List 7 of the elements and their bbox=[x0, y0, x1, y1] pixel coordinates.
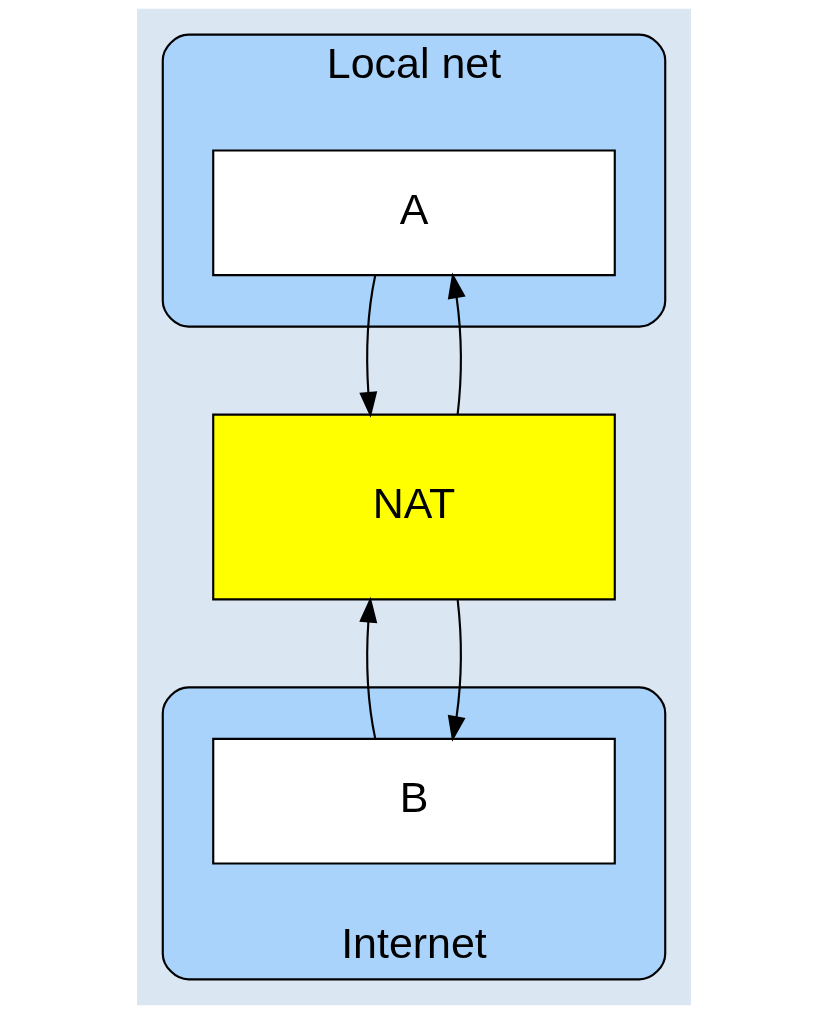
node-box: B bbox=[211, 737, 616, 865]
node-box: NAT bbox=[211, 413, 616, 601]
node-box: A bbox=[211, 149, 616, 277]
arrow bbox=[447, 599, 466, 742]
arrow bbox=[447, 272, 466, 415]
arrow bbox=[358, 596, 377, 739]
arrow bbox=[358, 275, 377, 418]
